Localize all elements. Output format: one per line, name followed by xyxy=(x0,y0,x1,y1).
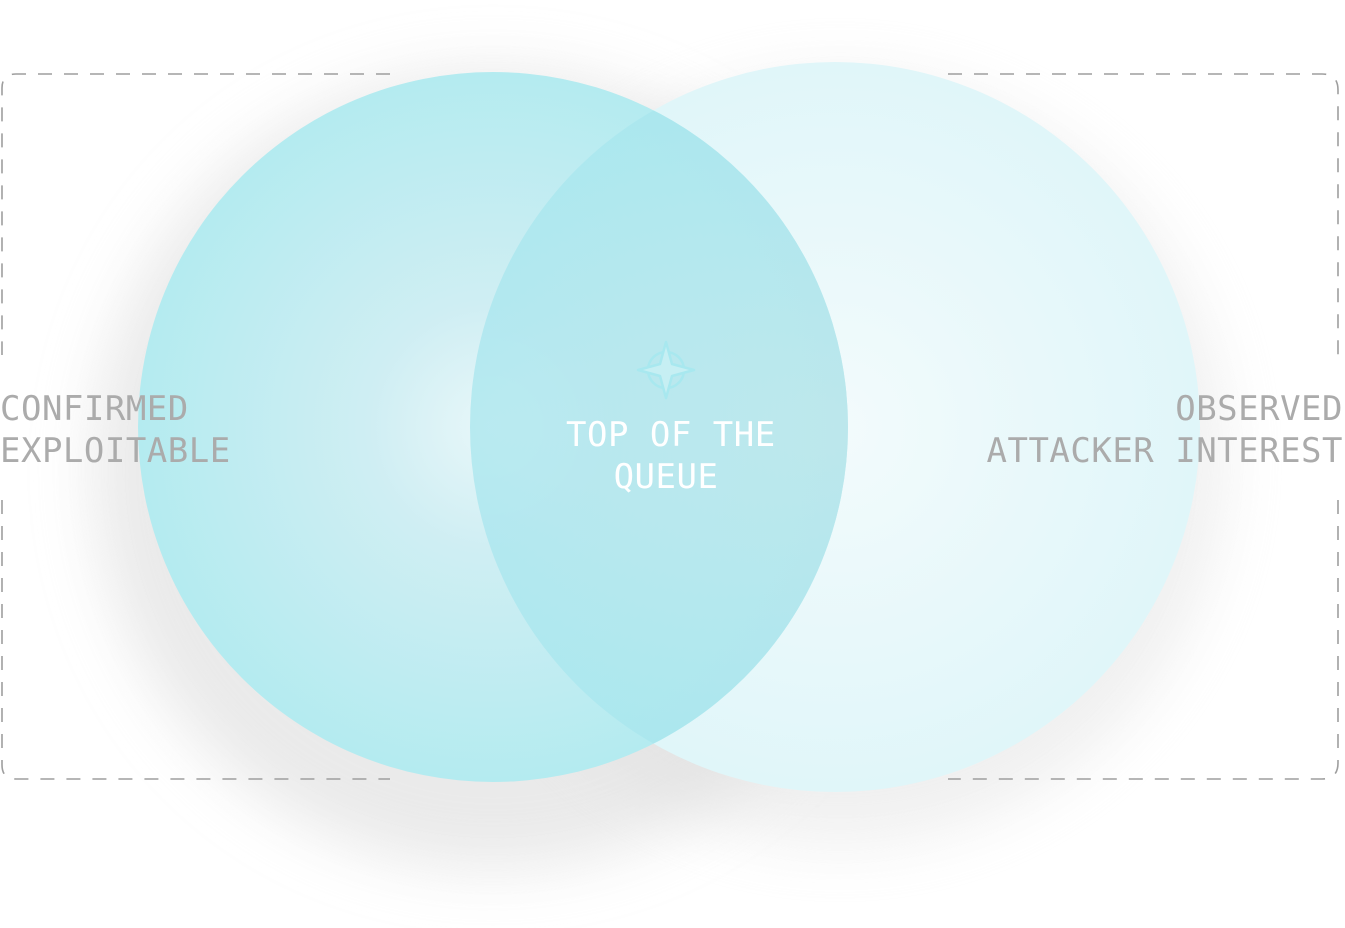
left-set-label: CONFIRMED EXPLOITABLE xyxy=(0,388,231,472)
right-set-label-line2: ATTACKER INTEREST xyxy=(986,431,1343,471)
left-set-label-line1: CONFIRMED xyxy=(0,389,189,429)
intersection-label: TOP OF THE QUEUE xyxy=(566,414,776,498)
intersection-region xyxy=(470,72,848,782)
frame-left-top xyxy=(1,73,390,355)
intersection-label-line1: TOP OF THE xyxy=(566,415,776,455)
frame-left-bottom xyxy=(1,500,390,780)
left-set-label-line2: EXPLOITABLE xyxy=(0,431,231,471)
dashed-frame xyxy=(1,73,1339,780)
right-set-label-line1: OBSERVED xyxy=(1175,389,1343,429)
intersection-label-line2: QUEUE xyxy=(613,457,719,497)
right-set-label: OBSERVED ATTACKER INTEREST xyxy=(987,388,1344,472)
frame-right-bottom xyxy=(948,500,1339,780)
frame-right-top xyxy=(948,73,1339,355)
compass-star-icon xyxy=(636,340,696,400)
